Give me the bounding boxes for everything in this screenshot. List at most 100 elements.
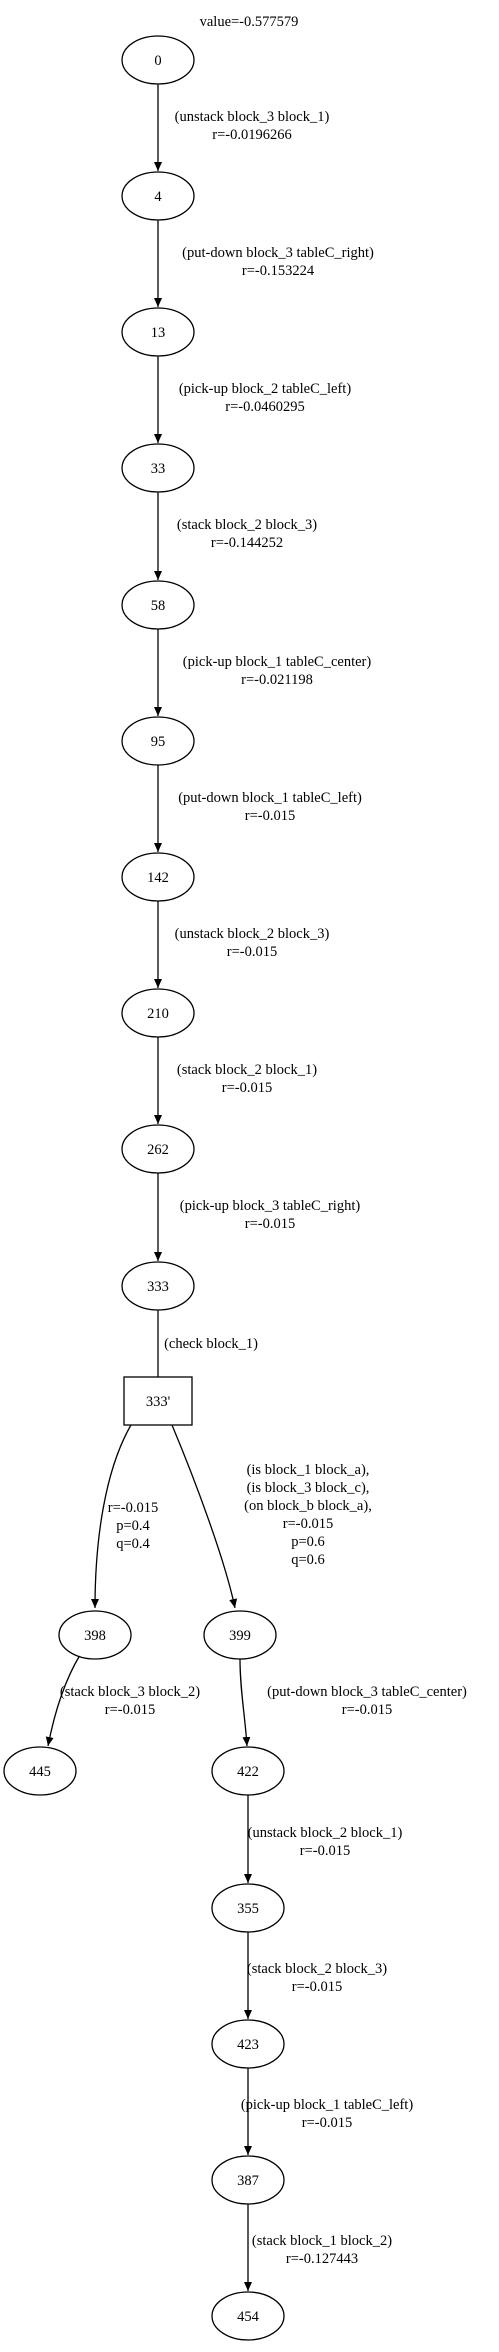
node-454: 454 bbox=[211, 2291, 285, 2341]
edge-label-line: r=-0.015 bbox=[227, 944, 277, 960]
node-label: 445 bbox=[29, 1764, 51, 1780]
edge-label-line: r=-0.015 bbox=[342, 1702, 392, 1718]
edge-label-line: (is block_1 block_a), bbox=[247, 1462, 370, 1478]
edge-label-line: (put-down block_1 tableC_left) bbox=[178, 790, 362, 806]
edge-arrow bbox=[171, 1424, 238, 1609]
node-label: 333' bbox=[146, 1394, 170, 1410]
node-445: 445 bbox=[3, 1746, 77, 1796]
node-box bbox=[123, 1376, 193, 1426]
edge-label-line: r=-0.015 bbox=[283, 1516, 333, 1532]
node-13: 13 bbox=[121, 307, 195, 357]
node-ellipse bbox=[211, 1746, 285, 1796]
node-ellipse bbox=[58, 1610, 132, 1660]
node-4: 4 bbox=[121, 171, 195, 221]
edge-label-line: (pick-up block_3 tableC_right) bbox=[180, 1198, 361, 1214]
node-95: 95 bbox=[121, 716, 195, 766]
node-label: 454 bbox=[237, 2309, 260, 2325]
edge-arrow bbox=[45, 1654, 81, 1747]
node-ellipse bbox=[121, 1261, 195, 1311]
node-label: 262 bbox=[147, 1142, 169, 1158]
edge-label-line: r=-0.015 bbox=[292, 1979, 342, 1995]
node-0: 0 bbox=[121, 35, 195, 85]
edge-label-line: (put-down block_3 tableC_right) bbox=[182, 245, 374, 261]
edge-13-33: (pick-up block_2 tableC_left)r=-0.046029… bbox=[154, 356, 351, 443]
edge-label-line: (check block_1) bbox=[164, 1336, 258, 1352]
edge-label-line: r=-0.015 bbox=[222, 1080, 272, 1096]
edge-label-line: (stack block_1 block_2) bbox=[252, 2233, 392, 2249]
node-423: 423 bbox=[211, 2019, 285, 2069]
node-ellipse bbox=[211, 2291, 285, 2341]
node-422: 422 bbox=[211, 1746, 285, 1796]
node-262: 262 bbox=[121, 1124, 195, 1174]
node-label: 33 bbox=[151, 461, 166, 477]
node-label: 210 bbox=[147, 1006, 169, 1022]
node-label: 355 bbox=[237, 1901, 259, 1917]
node-label: 142 bbox=[147, 870, 169, 886]
node-399: 399 bbox=[203, 1610, 277, 1660]
edge-label-line: r=-0.015 bbox=[245, 1216, 295, 1232]
edge-label-line: r=-0.0460295 bbox=[225, 399, 304, 415]
edge-label-line: (stack block_2 block_3) bbox=[177, 517, 317, 533]
node-label: 399 bbox=[229, 1628, 251, 1644]
edge-0-4: (unstack block_3 block_1)r=-0.0196266 bbox=[154, 84, 330, 171]
edge-label-line: r=-0.015 bbox=[245, 808, 295, 824]
node-label: 387 bbox=[237, 2173, 259, 2189]
node-ellipse bbox=[121, 443, 195, 493]
node-ellipse bbox=[211, 1883, 285, 1933]
node-ellipse bbox=[121, 35, 195, 85]
edge-333p-399: (is block_1 block_a), (is block_3 block_c… bbox=[171, 1424, 372, 1609]
node-label: 4 bbox=[154, 189, 162, 205]
edge-label-line: r=-0.015 bbox=[302, 2115, 352, 2131]
node-ellipse bbox=[211, 2019, 285, 2069]
edge-422-355: (unstack block_2 block_1)r=-0.015 bbox=[244, 1795, 403, 1883]
edge-arrow bbox=[91, 1424, 132, 1609]
edge-label-line: r=-0.153224 bbox=[242, 263, 315, 279]
edge-label-line: (is block_3 block_c), bbox=[247, 1480, 370, 1496]
node-ellipse bbox=[3, 1746, 77, 1796]
edge-label-line: (stack block_2 block_1) bbox=[177, 1062, 317, 1078]
edge-label-line: q=0.4 bbox=[116, 1536, 150, 1552]
edge-label-line: p=0.6 bbox=[291, 1534, 325, 1550]
node-label: 0 bbox=[154, 53, 161, 69]
node-398: 398 bbox=[58, 1610, 132, 1660]
node-ellipse bbox=[203, 1610, 277, 1660]
edge-label-line: r=-0.021198 bbox=[241, 672, 313, 688]
node-label: 58 bbox=[151, 598, 166, 614]
edge-95-142: (put-down block_1 tableC_left) r=-0.015 bbox=[154, 765, 362, 852]
edge-label-line: (unstack block_2 block_1) bbox=[248, 1825, 403, 1841]
edge-label-line: (unstack block_2 block_3) bbox=[175, 926, 330, 942]
edge-333-333p: (check block_1) bbox=[154, 1310, 258, 1388]
edge-label-line: (put-down block_3 tableC_center) bbox=[267, 1684, 467, 1700]
edge-label-line: (stack block_3 block_2) bbox=[60, 1684, 200, 1700]
node-387: 387 bbox=[211, 2155, 285, 2205]
edge-423-387: (pick-up block_1 tableC_left) r=-0.015 bbox=[241, 2068, 414, 2155]
node-ellipse bbox=[121, 988, 195, 1038]
edge-label-line: r=-0.015 bbox=[105, 1702, 155, 1718]
node-210: 210 bbox=[121, 988, 195, 1038]
edges-layer: (unstack block_3 block_1)r=-0.0196266 (pu… bbox=[45, 84, 467, 2291]
node-ellipse bbox=[121, 307, 195, 357]
node-ellipse bbox=[121, 580, 195, 630]
edge-333p-398: r=-0.015 p=0.4 q=0.4 bbox=[91, 1424, 158, 1609]
node-label: 95 bbox=[151, 734, 166, 750]
node-ellipse bbox=[121, 716, 195, 766]
node-333p: 333' bbox=[123, 1376, 193, 1426]
edge-label-line: (unstack block_3 block_1) bbox=[175, 109, 330, 125]
node-label: 423 bbox=[237, 2037, 259, 2053]
edge-label-line: r=-0.144252 bbox=[211, 535, 283, 551]
node-355: 355 bbox=[211, 1883, 285, 1933]
node-58: 58 bbox=[121, 580, 195, 630]
graph-title: value=-0.577579 bbox=[200, 14, 299, 30]
edge-label-line: p=0.4 bbox=[116, 1518, 150, 1534]
edge-label-line: r=-0.015 bbox=[108, 1500, 158, 1516]
node-142: 142 bbox=[121, 852, 195, 902]
edge-label-line: (pick-up block_1 tableC_left) bbox=[241, 2097, 414, 2113]
edge-262-333: (pick-up block_3 tableC_right) r=-0.015 bbox=[154, 1173, 361, 1261]
edge-399-422: (put-down block_3 tableC_center) r=-0.015 bbox=[239, 1658, 467, 1747]
edge-33-58: (stack block_2 block_3) r=-0.144252 bbox=[154, 492, 317, 580]
node-ellipse bbox=[211, 2155, 285, 2205]
edge-142-210: (unstack block_2 block_3) r=-0.015 bbox=[154, 901, 330, 988]
